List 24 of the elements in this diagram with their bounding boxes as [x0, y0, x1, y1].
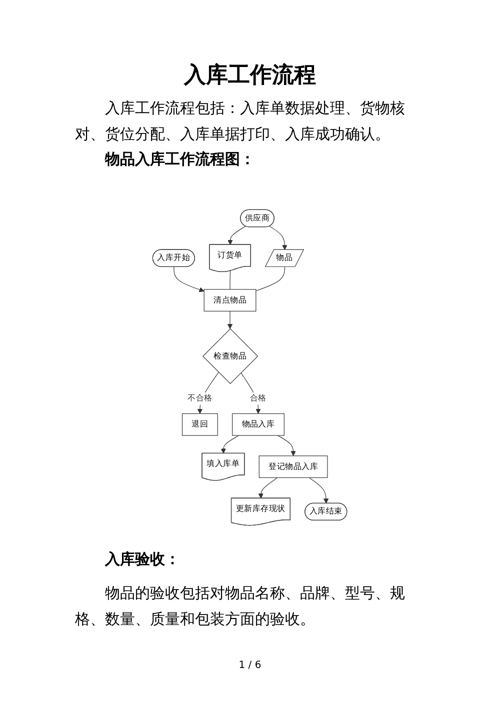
arrow	[258, 477, 278, 499]
connector	[256, 266, 286, 292]
node-diamond: 检查物品	[202, 328, 258, 384]
edge-label: 合格	[250, 394, 267, 404]
page-title: 入库工作流程	[182, 62, 317, 90]
body-paragraph: 物品的验收包括对物品名称、品牌、型号、规格、数量、质量和包装方面的验收。	[75, 583, 406, 630]
arrow	[220, 435, 240, 454]
arrow	[309, 477, 329, 504]
node-box: 退回	[182, 413, 218, 436]
arrow	[270, 226, 288, 250]
arrow	[174, 266, 205, 292]
node-box: 物品入库	[232, 413, 285, 436]
node-box: 清点物品	[204, 289, 256, 312]
arrow	[228, 226, 246, 245]
page-number: 1 / 6	[238, 660, 262, 671]
edge-label: 不合格	[188, 394, 213, 404]
arrow	[278, 435, 296, 456]
connector	[230, 270, 231, 290]
section-heading: 物品入库工作流程图：	[105, 150, 255, 169]
section-heading: 入库验收：	[105, 550, 180, 569]
intro-paragraph: 入库工作流程包括：入库单数据处理、货物核对、货位分配、入库单据打印、入库成功确认。	[75, 98, 406, 145]
node-box: 登记物品入库	[259, 456, 328, 478]
arrow	[240, 372, 262, 414]
arrow	[228, 310, 233, 330]
